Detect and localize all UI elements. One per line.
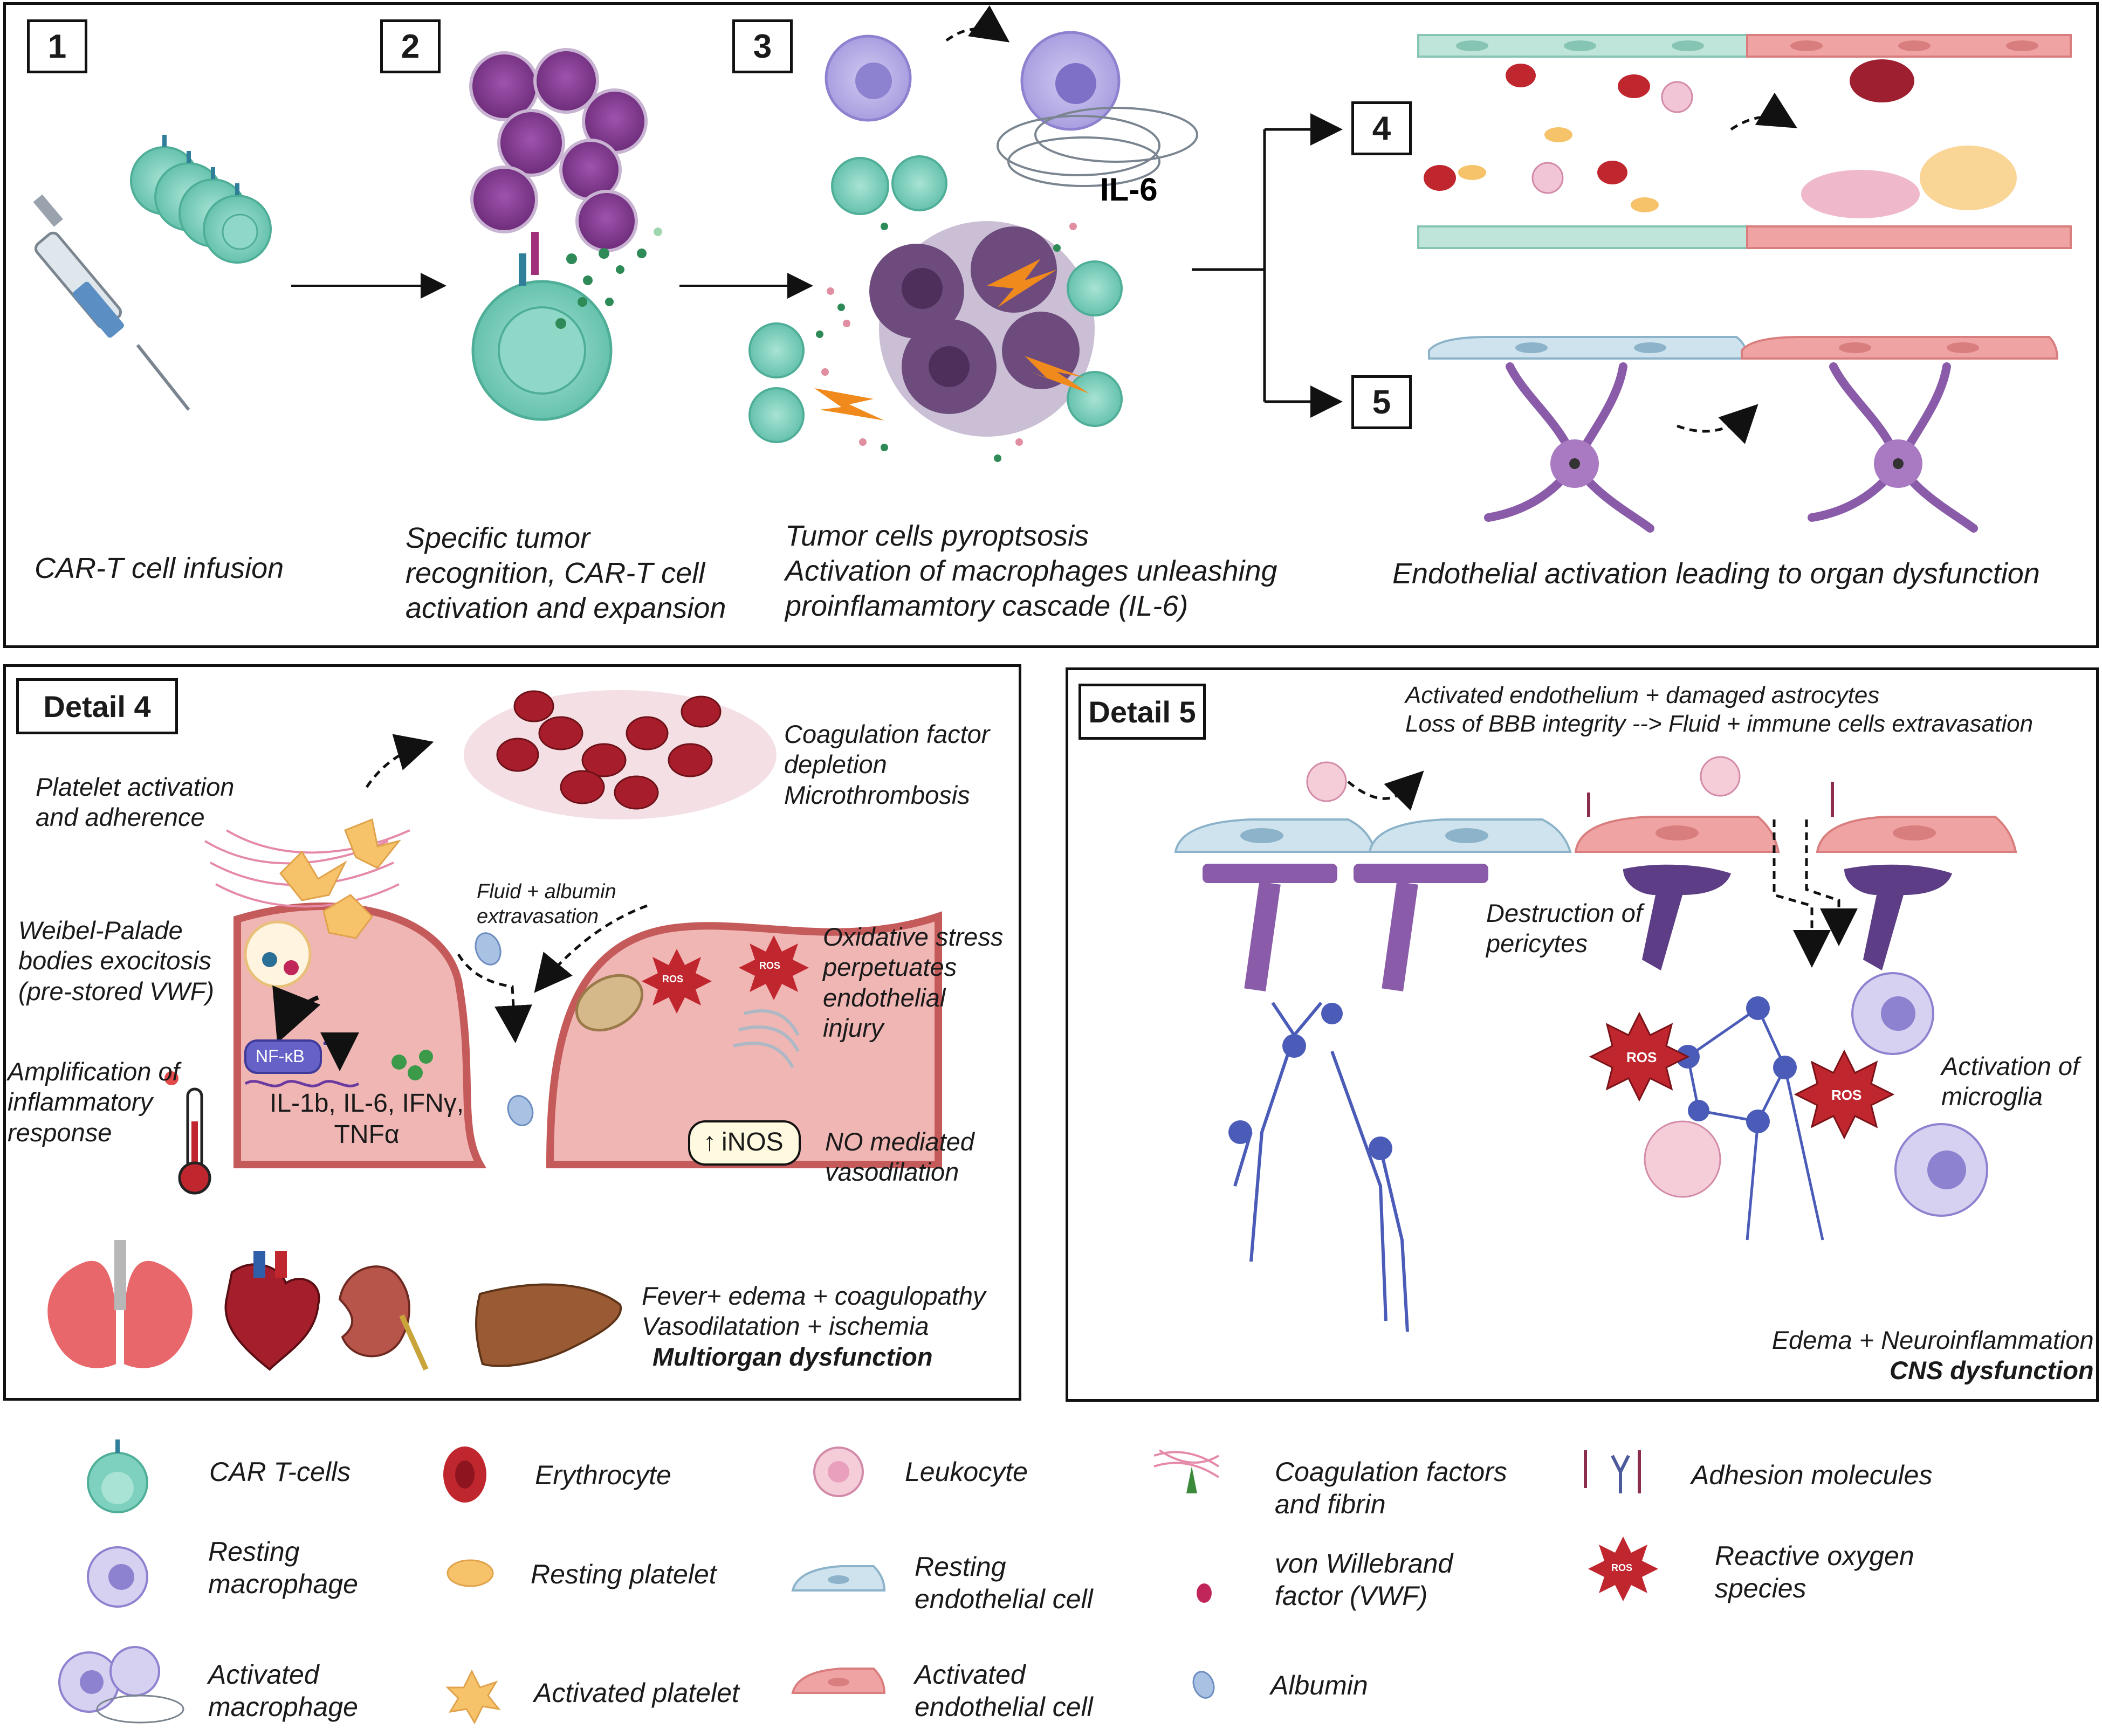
step-3-box: 3 [732, 19, 793, 73]
activated-car-t-icon [471, 232, 613, 421]
ros-text-d5a: ROS [1626, 1049, 1657, 1065]
legend-activated-endo-icon [791, 1668, 886, 1694]
ros-text-d5b: ROS [1831, 1087, 1862, 1103]
legend-adhesion-label: Adhesion molecules [1691, 1460, 1933, 1490]
caption-step45: Endothelial activation leading to organ … [1392, 557, 2040, 590]
step-4-box: 4 [1351, 101, 1412, 155]
caption-step3: Tumor cells pyroptsosis Activation of ma… [785, 520, 1277, 622]
car-t-cells-icon [130, 135, 272, 264]
legend-erythrocyte-label: Erythrocyte [535, 1460, 671, 1490]
legend-albumin-icon [1192, 1671, 1215, 1699]
ros-text-d4a: ROS [662, 974, 684, 984]
detail5-title: Detail 5 [1079, 684, 1206, 740]
legend-resting-platelet-label: Resting platelet [531, 1559, 717, 1589]
legend-activated-platelet-icon [445, 1669, 501, 1725]
d5-header: Activated endothelium + damaged astrocyt… [1405, 682, 2034, 737]
bbb-endothelium [1428, 336, 2059, 360]
step-5-box: 5 [1351, 375, 1412, 429]
syringe-icon [33, 194, 190, 411]
d5-outcome: Edema + Neuroinflammation CNS dysfunctio… [1771, 1326, 2094, 1385]
tumor-pyroptosis-icon [869, 221, 1095, 437]
legend-activated-macrophage-icon [58, 1646, 184, 1724]
car-t-attack-cells [748, 155, 1123, 443]
legend-adhesion-icon [1584, 1450, 1641, 1493]
legend-coag-icon [1153, 1449, 1220, 1493]
legend-car-t-icon [87, 1439, 148, 1513]
il6-label: IL-6 [1100, 171, 1158, 208]
tumor-cells-icon [469, 48, 648, 252]
detail5-panel [1066, 667, 2099, 1402]
cytokines-label: IL-1b, IL-6, IFNγ,TNFα [270, 1089, 464, 1149]
legend-erythrocyte-icon [443, 1446, 486, 1503]
step-2-box: 2 [380, 19, 441, 73]
inos-label: iNOS [722, 1128, 784, 1156]
ros-text-d4b: ROS [759, 960, 781, 971]
detail4-title: Detail 4 [16, 678, 178, 734]
legend-ros-text: ROS [1611, 1562, 1633, 1573]
legend-leukocyte-label: Leukocyte [905, 1457, 1028, 1487]
resting-macrophage-icon [825, 35, 912, 122]
activated-macrophage-icon [997, 31, 1198, 187]
legend-activated-platelet-label: Activated platelet [534, 1678, 739, 1708]
erythrocytes-icon [1424, 59, 1914, 191]
caption-step1: CAR-T cell infusion [35, 552, 284, 584]
legend-resting-endo-icon [791, 1565, 886, 1592]
lightning-icon [814, 259, 1089, 421]
caption-step2: Specific tumor recognition, CAR-T cell a… [406, 522, 726, 624]
nfkb-label: NF-κB [256, 1046, 305, 1066]
legend-car-t-label: CAR T-cells [209, 1457, 351, 1487]
legend-vwf-icon [1197, 1583, 1212, 1603]
legend-resting-macrophage-icon [87, 1546, 148, 1608]
outcome-label: Fever+ edema + coagulopathy Vasodilatati… [642, 1282, 986, 1371]
step-1-box: 1 [27, 19, 87, 73]
legend-leukocyte-icon [813, 1446, 864, 1497]
overview-illustration: IL-6 [33, 5, 2072, 533]
legend-resting-platelet-icon [446, 1559, 494, 1587]
vessel-endothelium [1417, 34, 2072, 249]
legend-albumin-label: Albumin [1270, 1670, 1368, 1700]
inos-up-arrow-icon: ↑ [703, 1128, 716, 1156]
microthrombus-icon [1801, 146, 2017, 218]
